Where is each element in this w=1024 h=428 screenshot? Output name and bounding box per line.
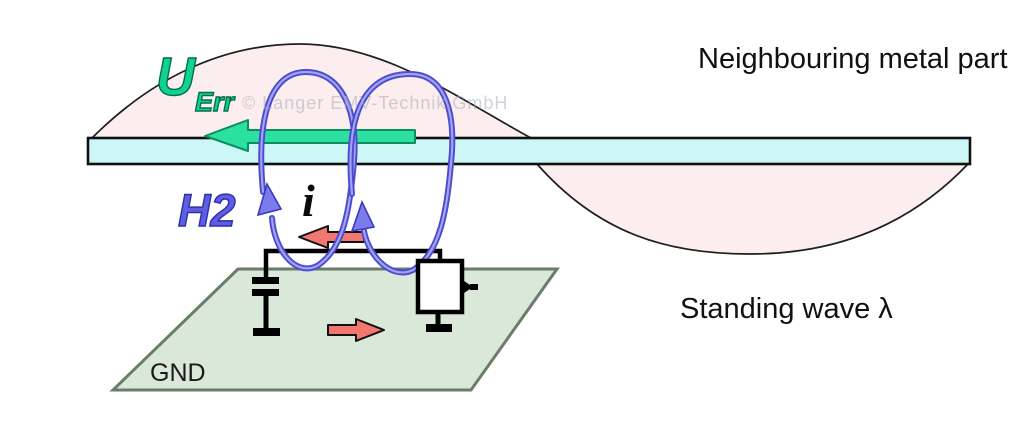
field-loop-1-arrowhead-icon	[256, 181, 283, 217]
field-loop-2-highlight	[349, 72, 454, 274]
capacitor-ground-bar	[253, 328, 280, 336]
h2-field-label: H2	[177, 185, 236, 236]
circuit-top-wire	[263, 248, 443, 278]
field-loop-1-highlight	[260, 70, 356, 270]
voltage-uerr-main: U	[155, 47, 195, 108]
driver-pin-arrow-icon	[461, 279, 473, 295]
h2-field-loops	[256, 68, 456, 276]
gnd-label: GND	[150, 359, 206, 387]
voltage-uerr-subscript: Err	[194, 86, 235, 117]
capacitor-plate-bottom	[252, 289, 279, 296]
current-arrow-right-icon	[327, 318, 385, 342]
standing-wave-upper-lobe	[89, 43, 532, 139]
watermark: © Langer EMV-Technik GmbH	[242, 93, 509, 113]
capacitor-plate-top	[252, 277, 279, 284]
voltage-arrow-left-icon	[204, 119, 416, 152]
current-i-label: i	[302, 175, 315, 226]
standing-wave-label: Standing wave λ	[680, 293, 893, 325]
driver-box	[415, 258, 465, 315]
driver-pin-stub	[470, 284, 478, 290]
driver-ground-bar	[426, 324, 452, 332]
field-loop-2-arrowhead-icon	[350, 199, 376, 233]
standing-wave-lower-lobe	[535, 163, 970, 255]
neighbouring-metal-part-label: Neighbouring metal part	[698, 43, 1008, 75]
voltage-uerr-label: UErr	[155, 47, 235, 118]
driver-component	[415, 258, 478, 315]
